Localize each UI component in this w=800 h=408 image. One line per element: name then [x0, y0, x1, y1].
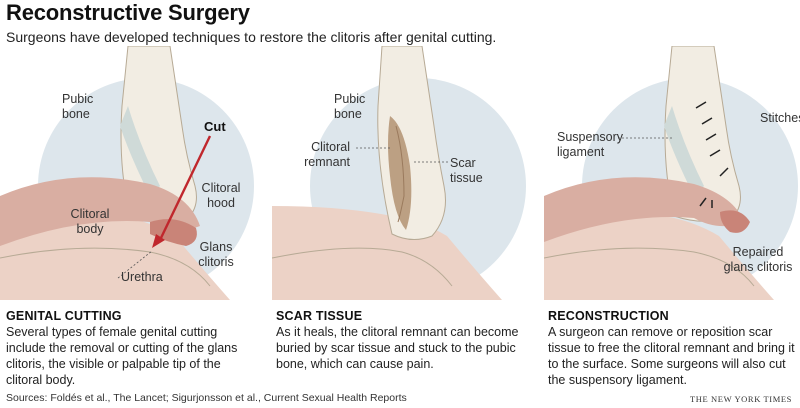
- pubic-bone-label: Pubic bone: [62, 92, 94, 121]
- glans-clitoris-label: Glans clitoris: [198, 240, 234, 269]
- scar-tissue-illustration: [272, 46, 526, 300]
- genital-cutting-illustration: [0, 46, 254, 300]
- sources-note: Sources: Foldés et al., The Lancet; Sigu…: [6, 392, 407, 404]
- genital-cutting-description: Several types of female genital cutting …: [6, 325, 238, 387]
- page-subtitle: Surgeons have developed techniques to re…: [6, 29, 497, 45]
- reconstruction-illustration: [544, 46, 798, 300]
- scar-tissue-heading: SCAR TISSUE: [276, 309, 363, 323]
- clitoral-body-label: Clitoral body: [70, 207, 110, 236]
- credit-line: THE NEW YORK TIMES: [689, 394, 792, 404]
- page-title: Reconstructive Surgery: [6, 0, 250, 25]
- reconstruction-description: A surgeon can remove or reposition scar …: [548, 325, 795, 387]
- scar-tissue-description: As it heals, the clitoral remnant can be…: [276, 325, 519, 371]
- cut-label: Cut: [204, 119, 226, 134]
- stitches-label: Stitches: [760, 111, 800, 125]
- suspensory-ligament-label: Suspensory ligament: [557, 130, 624, 159]
- pubic-bone-label: Pubic bone: [334, 92, 366, 121]
- clitoral-hood-label: Clitoral hood: [201, 181, 241, 210]
- repaired-glans-clitoris-label: Repaired glans clitoris: [723, 245, 793, 274]
- urethra-label: Urethra: [121, 270, 163, 284]
- scar-tissue-label: Scar tissue: [450, 156, 483, 185]
- reconstruction-heading: RECONSTRUCTION: [548, 309, 669, 323]
- genital-cutting-heading: GENITAL CUTTING: [6, 309, 122, 323]
- clitoral-remnant-label: Clitoral remnant: [304, 140, 350, 169]
